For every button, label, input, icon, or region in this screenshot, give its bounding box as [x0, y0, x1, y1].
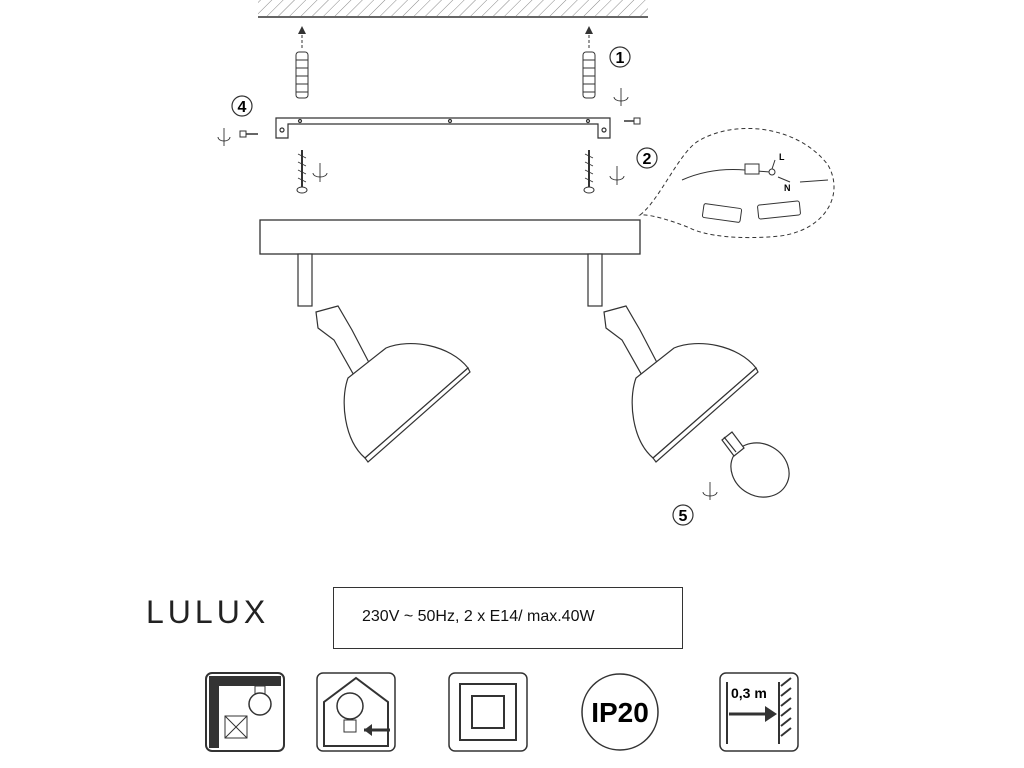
step-marker-2: 2: [636, 147, 658, 169]
spec-text: 230V ~ 50Hz, 2 x E14/ max.40W: [362, 608, 595, 625]
spotlight-right: [587, 253, 759, 463]
neutral-label: N: [784, 183, 791, 193]
spec-box: 230V ~ 50Hz, 2 x E14/ max.40W: [333, 587, 683, 649]
ip-rating-symbol: IP20: [581, 673, 659, 751]
class-ii-symbol: [448, 672, 528, 752]
wall-plug-left: [295, 51, 309, 99]
step-marker-5: 5: [672, 504, 694, 526]
wall-plug-right: [582, 51, 596, 99]
connector-block: [701, 200, 801, 223]
indoor-use-symbol: [316, 672, 396, 752]
live-label: L: [779, 152, 785, 162]
up-arrow-left: [298, 26, 306, 48]
ceiling: [258, 0, 648, 18]
fixing-screw-left: [296, 150, 308, 194]
wiring-detail: L N: [638, 128, 835, 239]
distance-text: 0,3 m: [731, 685, 767, 701]
step-marker-1: 1: [609, 46, 631, 68]
ip-rating-text: IP20: [591, 697, 649, 728]
step-number: 5: [679, 508, 688, 525]
mounting-bracket: [275, 117, 611, 139]
fixing-screw-right: [583, 150, 595, 194]
brand-logo: LULUX: [146, 594, 270, 630]
step-marker-4: 4: [231, 95, 253, 117]
rotate-icon: [217, 88, 718, 500]
side-screw-right: [624, 117, 641, 125]
step-number: 1: [616, 50, 625, 67]
up-arrow-right: [585, 26, 593, 48]
lamp-base: [259, 219, 641, 255]
step-number: 4: [238, 99, 247, 116]
min-distance-symbol: 0,3 m: [719, 672, 799, 752]
step-number: 2: [643, 151, 652, 168]
spotlight-left: [297, 253, 471, 463]
light-bulb: [721, 431, 790, 498]
ceiling-mount-symbol: [205, 672, 285, 752]
side-screw-left: [239, 130, 258, 138]
